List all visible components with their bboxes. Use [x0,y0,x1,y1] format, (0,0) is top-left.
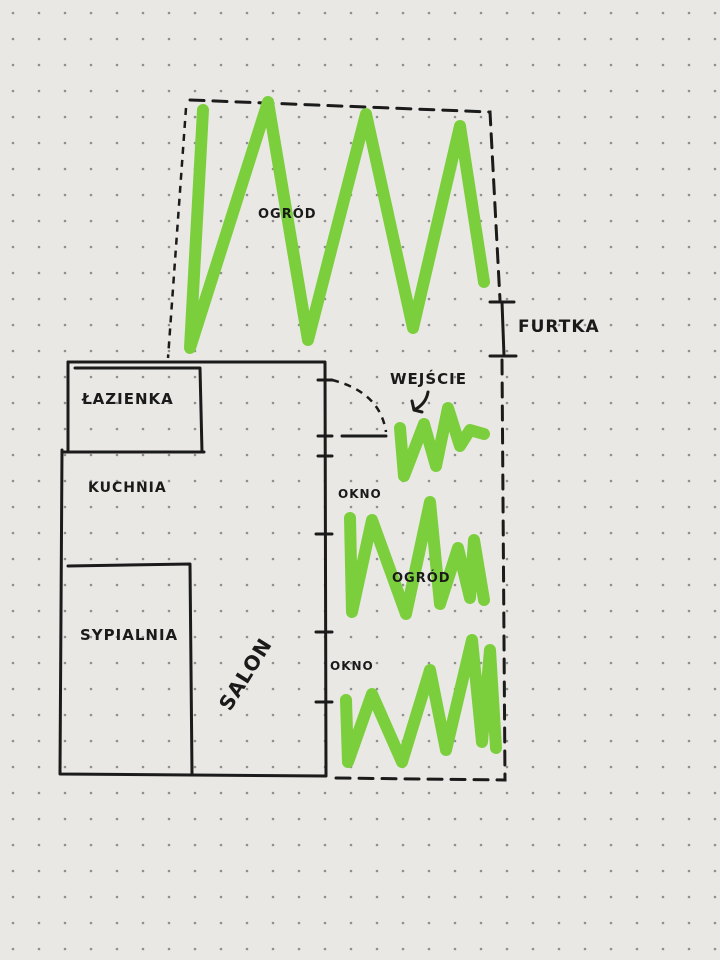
label-garden-top: OGRÓD [258,206,317,222]
bedroom-walls [66,562,194,776]
garden-side-zigzag-1 [394,402,490,482]
label-gate: FURTKA [518,317,600,337]
label-window-upper: OKNO [338,487,382,501]
gate-marker [488,300,518,358]
house-walls [58,360,328,778]
garden-top-zigzag [184,96,490,354]
door-swing-icon [331,378,388,438]
label-bathroom: ŁAZIENKA [81,390,174,408]
window-ticks [314,378,334,704]
label-garden-side: OGRÓD [392,570,451,586]
curved-arrow-icon [410,390,430,414]
garden-boundary-left [166,107,188,359]
garden-side-zigzag-3 [340,634,502,768]
garden-side-zigzag-2 [344,496,490,620]
label-kitchen: KUCHNIA [88,480,167,496]
label-bedroom: SYPIALNIA [80,626,178,644]
garden-boundary [188,98,502,302]
label-window-lower: OKNO [330,659,374,673]
label-entrance: WEJŚCIE [390,369,467,388]
property-boundary-right [333,358,507,782]
bathroom-walls [73,366,204,454]
